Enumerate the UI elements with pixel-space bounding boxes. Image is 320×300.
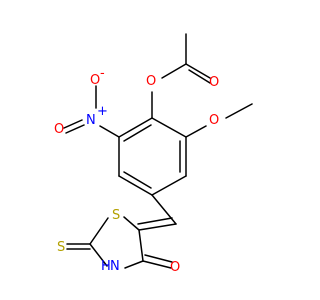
bond-vinyl-c5ring [138, 223, 177, 231]
molecule-structure: O O O N + O - O S S H N O [54, 33, 253, 275]
atom-labels: O O O N + O - O S S H N O [54, 66, 219, 275]
bond-c6-c1-inner [123, 124, 152, 142]
lactam-oxygen-label: O [170, 260, 180, 275]
ring-sulfur-label: S [112, 208, 120, 223]
bond-c-carbonyl-o [185, 63, 211, 79]
nitro-minus-label: - [100, 66, 105, 81]
ring-nitrogen-label: N [110, 259, 120, 274]
bond-c-carbonyl-o-double [188, 69, 211, 84]
bond-o-methoxy-methyl [225, 103, 253, 119]
bond-vinyl-c5ring-double [137, 217, 173, 225]
bond-c2-n3 [89, 243, 108, 267]
bond-c4-o [142, 260, 172, 269]
bond-o-ester-c [161, 63, 187, 79]
bond-c4-c5 [138, 229, 144, 262]
ring-nh-h-label: H [101, 259, 111, 274]
bond-c6-c1 [118, 117, 153, 138]
bond-c1-c2 [151, 117, 187, 138]
nitro-oxygen-left-label: O [54, 122, 64, 137]
bond-c6-nitro-n [99, 125, 120, 138]
nitro-oxygen-upper-label: O [90, 73, 100, 88]
bond-c4-o-double [144, 254, 173, 263]
bond-n-o-left-double [65, 124, 85, 134]
bond-n3-c4 [124, 260, 144, 269]
bond-c5-s1 [123, 216, 140, 231]
thione-sulfur-label: S [57, 240, 65, 255]
bond-c4-c5-inner [123, 171, 152, 189]
bond-c4-vinyl [151, 194, 177, 225]
bond-n-o-left [63, 119, 83, 129]
nitro-nitrogen-label: N [86, 113, 96, 128]
nitro-plus-label: + [97, 104, 108, 119]
bonds [63, 33, 253, 269]
carbonyl-oxygen-label: O [209, 75, 219, 90]
ester-oxygen-label: O [146, 74, 156, 89]
methoxy-oxygen-label: O [209, 113, 219, 128]
bond-c2-o-methoxy [185, 125, 207, 138]
bond-c4-c5 [118, 175, 153, 196]
bond-s1-c2 [89, 217, 109, 245]
bond-c3-c4 [151, 175, 187, 196]
